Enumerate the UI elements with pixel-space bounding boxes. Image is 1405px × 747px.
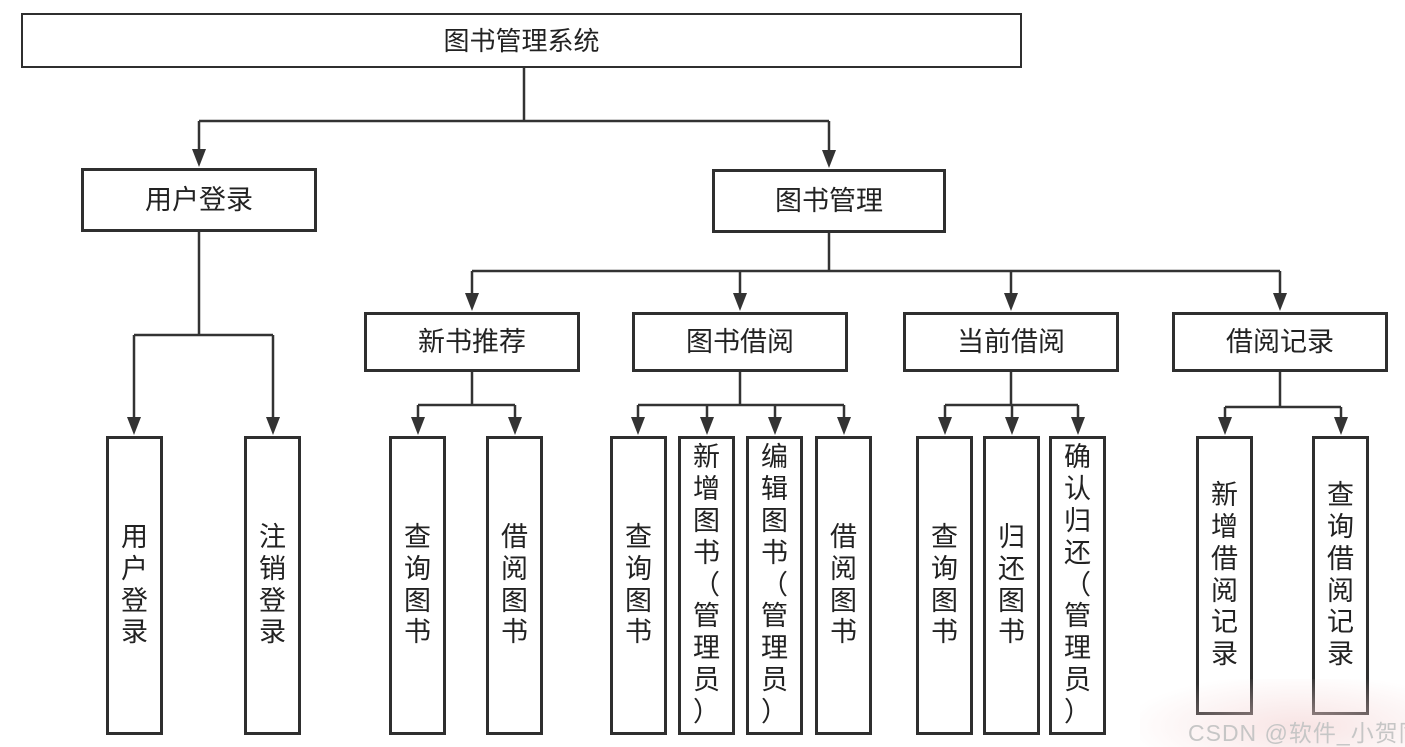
node-new-book-recommend-label: 新书推荐 <box>418 326 526 357</box>
node-root: 图书管理系统 <box>21 13 1022 68</box>
leaf-user-login-label: 用户登录 <box>121 521 148 648</box>
node-current-borrowing-label: 当前借阅 <box>957 326 1065 357</box>
arrow-down-icons <box>127 149 1348 435</box>
node-root-label: 图书管理系统 <box>443 25 600 56</box>
leaf-add-book-admin: 新增图书（管理员） <box>678 436 735 735</box>
leaf-borrow-books-borrowing: 借阅图书 <box>815 436 872 735</box>
leaf-query-books-recommend: 查询图书 <box>389 436 446 735</box>
node-book-management: 图书管理 <box>712 169 946 233</box>
node-new-book-recommend: 新书推荐 <box>364 312 580 372</box>
leaf-confirm-return-admin: 确认归还（管理员） <box>1049 436 1106 735</box>
leaf-query-books-current: 查询图书 <box>916 436 973 735</box>
leaf-borrow-books-recommend: 借阅图书 <box>486 436 543 735</box>
leaf-query-books-borrowing-label: 查询图书 <box>625 521 652 648</box>
node-borrowing-records: 借阅记录 <box>1172 312 1388 372</box>
leaf-edit-book-admin: 编辑图书（管理员） <box>746 436 803 735</box>
leaf-logout-label: 注销登录 <box>259 521 286 648</box>
leaf-add-borrow-record-label: 新增借阅记录 <box>1211 479 1238 670</box>
leaf-query-books-recommend-label: 查询图书 <box>404 521 431 648</box>
node-borrowing-records-label: 借阅记录 <box>1226 326 1334 357</box>
node-user-login: 用户登录 <box>81 168 317 232</box>
leaf-confirm-return-admin-label: 确认归还（管理员） <box>1064 442 1091 727</box>
leaf-query-borrow-record-label: 查询借阅记录 <box>1327 479 1354 670</box>
leaf-user-login: 用户登录 <box>106 436 163 735</box>
leaf-query-borrow-record: 查询借阅记录 <box>1312 436 1369 715</box>
node-book-borrowing: 图书借阅 <box>632 312 848 372</box>
leaf-logout: 注销登录 <box>244 436 301 735</box>
leaf-add-borrow-record: 新增借阅记录 <box>1196 436 1253 715</box>
leaf-add-book-admin-label: 新增图书（管理员） <box>693 442 720 727</box>
leaf-query-books-current-label: 查询图书 <box>931 521 958 648</box>
node-current-borrowing: 当前借阅 <box>903 312 1119 372</box>
leaf-return-books-label: 归还图书 <box>998 521 1025 648</box>
leaf-borrow-books-borrowing-label: 借阅图书 <box>830 521 857 648</box>
node-user-login-label: 用户登录 <box>145 184 253 215</box>
leaf-return-books: 归还图书 <box>983 436 1040 735</box>
leaf-edit-book-admin-label: 编辑图书（管理员） <box>761 442 788 727</box>
node-book-management-label: 图书管理 <box>775 185 883 216</box>
node-book-borrowing-label: 图书借阅 <box>686 326 794 357</box>
leaf-query-books-borrowing: 查询图书 <box>610 436 667 735</box>
leaf-borrow-books-recommend-label: 借阅图书 <box>501 521 528 648</box>
watermark: CSDN @软件_小贺同学 <box>1188 720 1405 746</box>
